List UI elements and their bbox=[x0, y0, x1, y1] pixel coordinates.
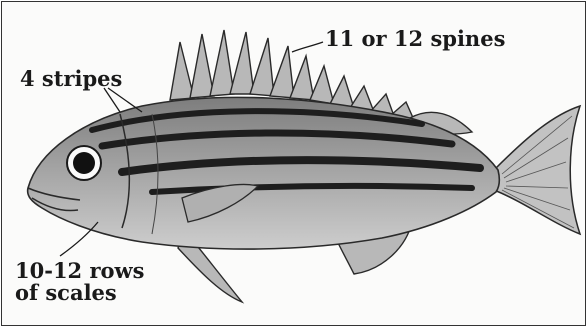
stripes-label: 4 stripes bbox=[20, 68, 122, 90]
scale-rows-label: 10-12 rows of scales bbox=[15, 260, 144, 304]
spines-label: 11 or 12 spines bbox=[325, 28, 505, 50]
scale-rows-label-line1: 10-12 rows bbox=[15, 260, 144, 282]
eye bbox=[67, 146, 101, 180]
scale-rows-label-line2: of scales bbox=[15, 282, 144, 304]
